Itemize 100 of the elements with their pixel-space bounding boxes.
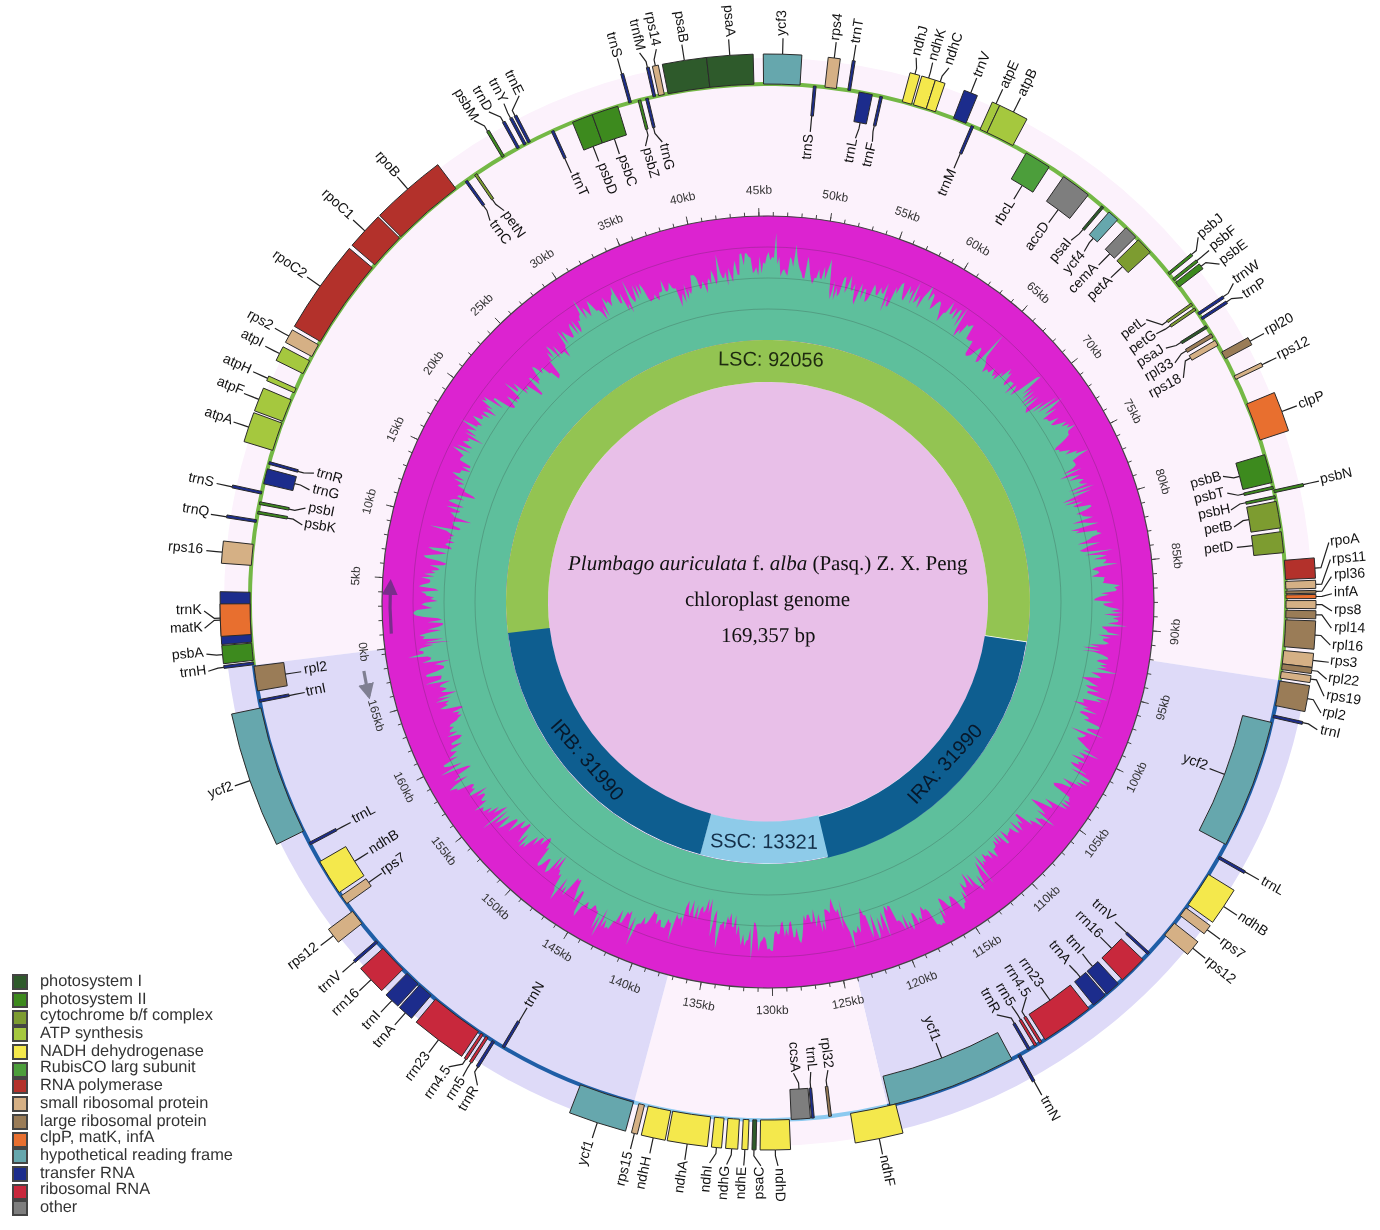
legend-label: cytochrome b/f complex	[40, 1008, 213, 1026]
gene-block	[231, 707, 304, 845]
gene-block	[327, 910, 363, 943]
leader-line	[210, 513, 228, 518]
leader-line	[368, 872, 383, 883]
gene-block	[808, 1087, 815, 1119]
leader-line	[297, 470, 315, 474]
gene-block	[741, 1118, 750, 1151]
gene-block	[1074, 971, 1106, 1006]
gene-block	[1166, 302, 1194, 324]
leader-line	[1314, 541, 1330, 569]
leader-line	[1081, 953, 1094, 968]
leader-line	[728, 38, 731, 56]
leader-line	[1165, 341, 1182, 349]
leader-line	[511, 95, 520, 117]
gene-block	[1245, 495, 1276, 505]
gene-block	[1116, 239, 1151, 274]
leader-line	[1013, 184, 1023, 200]
leader-line	[473, 120, 489, 132]
leader-line	[341, 961, 356, 973]
leader-line	[935, 1042, 943, 1059]
gene-block	[1023, 1015, 1043, 1044]
leader-line	[216, 482, 233, 488]
gene-block	[513, 114, 531, 144]
leader-line	[288, 691, 306, 697]
gene-block	[1045, 176, 1089, 219]
leader-line	[274, 327, 290, 337]
leader-line	[352, 219, 366, 232]
leader-line	[203, 610, 221, 619]
gene-block	[959, 125, 975, 155]
gene-block	[1028, 984, 1090, 1041]
leader-line	[1244, 871, 1260, 881]
gene-block	[360, 948, 404, 992]
leader-line	[792, 1072, 800, 1090]
leader-line	[914, 57, 918, 75]
leader-line	[616, 57, 623, 75]
leader-line	[564, 157, 572, 174]
gene-block	[710, 1116, 725, 1149]
leader-line	[852, 44, 857, 62]
leader-line	[1070, 228, 1084, 241]
gene-block	[1233, 362, 1264, 380]
leader-line	[1048, 209, 1059, 224]
leader-line	[871, 125, 875, 143]
gene-block	[398, 984, 432, 1019]
legend-label: RubisCO larg subunit	[40, 1060, 196, 1078]
gene-block	[308, 828, 338, 846]
leader-line	[293, 482, 311, 491]
gene-block	[645, 97, 656, 129]
legend-label: ribosomal RNA	[40, 1182, 151, 1200]
gene-block	[925, 79, 946, 113]
leader-line	[592, 145, 600, 162]
leader-line	[380, 999, 393, 1013]
gene-block	[1197, 295, 1225, 316]
leader-line	[653, 48, 657, 67]
gene-block	[1281, 663, 1313, 675]
leader-line	[1174, 350, 1187, 364]
legend-label: transfer RNA	[40, 1165, 135, 1182]
leader-line	[1249, 332, 1265, 342]
subtitle-text: chloroplast genome	[685, 590, 851, 614]
leader-line	[1314, 634, 1331, 646]
gene-block	[1243, 485, 1274, 496]
leader-line	[284, 671, 302, 675]
leader-line	[1209, 768, 1226, 775]
leader-line	[1040, 986, 1051, 1001]
leader-line	[753, 1149, 762, 1167]
leader-line	[207, 666, 225, 672]
leader-line	[629, 1132, 635, 1150]
leader-line	[1312, 659, 1330, 663]
gene-block	[475, 1040, 496, 1068]
gene-block	[1279, 671, 1312, 684]
gene-block	[1164, 922, 1199, 955]
leader-line	[1110, 266, 1124, 279]
gene-block	[464, 179, 486, 207]
gene-block	[550, 129, 567, 160]
legend-label: clpP, matK, infA	[40, 1130, 155, 1148]
gene-block	[257, 510, 289, 520]
leader-line	[243, 392, 260, 400]
gene-block	[759, 1119, 792, 1151]
legend-label: other	[40, 1199, 78, 1218]
leader-line	[782, 37, 784, 55]
leader-line	[726, 1148, 733, 1166]
gene-block	[220, 540, 254, 566]
leader-line	[591, 1122, 598, 1139]
gene-block	[509, 116, 527, 146]
leader-line	[953, 152, 961, 169]
leader-line	[708, 1146, 718, 1164]
gene-block	[1101, 938, 1144, 981]
gene-block	[340, 878, 372, 905]
gene-block	[243, 412, 283, 451]
gene-block	[385, 972, 419, 1007]
leader-line	[1236, 545, 1254, 549]
gene-block	[226, 514, 258, 523]
gene-block	[1187, 873, 1235, 923]
leader-line	[1311, 669, 1328, 680]
gene-block	[853, 91, 873, 125]
leader-line	[1068, 964, 1081, 978]
gene-block	[952, 89, 978, 124]
gene-block	[847, 60, 856, 92]
leader-line	[205, 550, 223, 553]
leader-line	[1098, 253, 1111, 266]
